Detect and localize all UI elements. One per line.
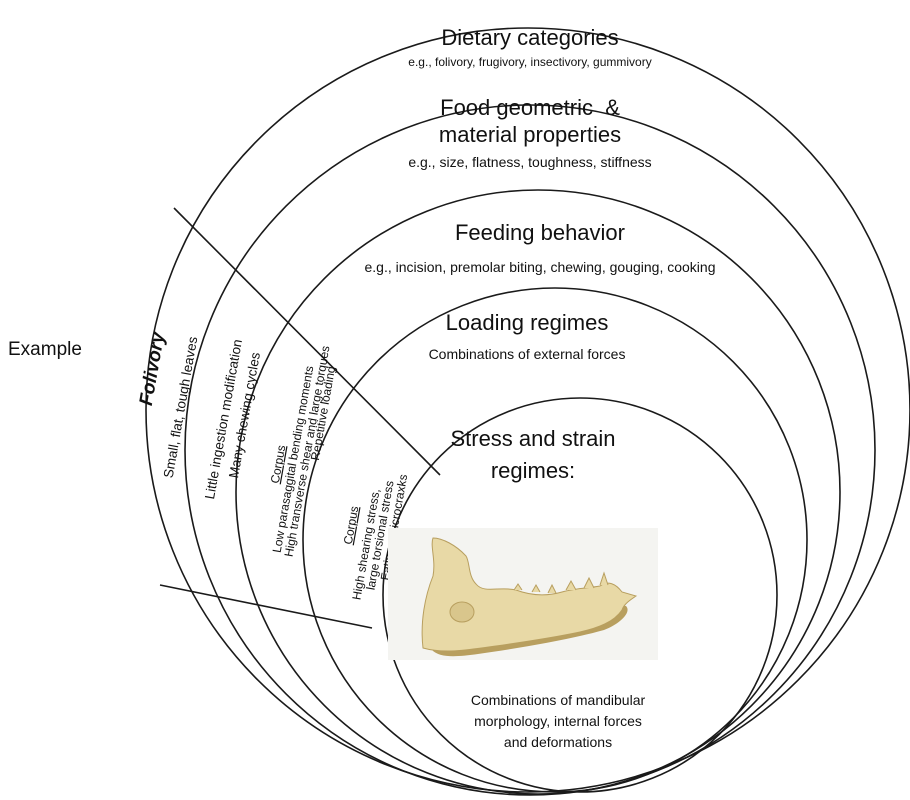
stress-strain-desc-line1: Combinations of mandibular bbox=[471, 692, 646, 708]
wedge-stress-heading: Corpus bbox=[341, 505, 362, 546]
feeding-behavior-examples: e.g., incision, premolar biting, chewing… bbox=[365, 259, 716, 275]
mandible-bone-photo bbox=[388, 528, 658, 660]
food-properties-examples: e.g., size, flatness, toughness, stiffne… bbox=[408, 154, 651, 170]
loading-regimes-subtitle: Combinations of external forces bbox=[429, 346, 626, 362]
stress-strain-title-line2: regimes: bbox=[491, 458, 575, 483]
dietary-categories-examples: e.g., folivory, frugivory, insectivory, … bbox=[408, 55, 651, 69]
mandible-condyle bbox=[450, 602, 474, 622]
stress-strain-desc-line3: and deformations bbox=[504, 734, 612, 750]
food-properties-title-line1: Food geometric & bbox=[440, 95, 620, 120]
wedge-food-leaves: Small, flat, tough leaves bbox=[161, 335, 201, 479]
dietary-categories-title: Dietary categories bbox=[441, 25, 618, 50]
wedge-diet-folivory: Folivory bbox=[136, 329, 170, 407]
food-properties-title-line2: material properties bbox=[439, 122, 621, 147]
example-label: Example bbox=[8, 339, 82, 360]
stress-strain-title-line1: Stress and strain bbox=[450, 426, 615, 451]
loading-regimes-title: Loading regimes bbox=[446, 310, 609, 335]
stress-strain-desc-line2: morphology, internal forces bbox=[474, 713, 642, 729]
feeding-behavior-title: Feeding behavior bbox=[455, 220, 625, 245]
